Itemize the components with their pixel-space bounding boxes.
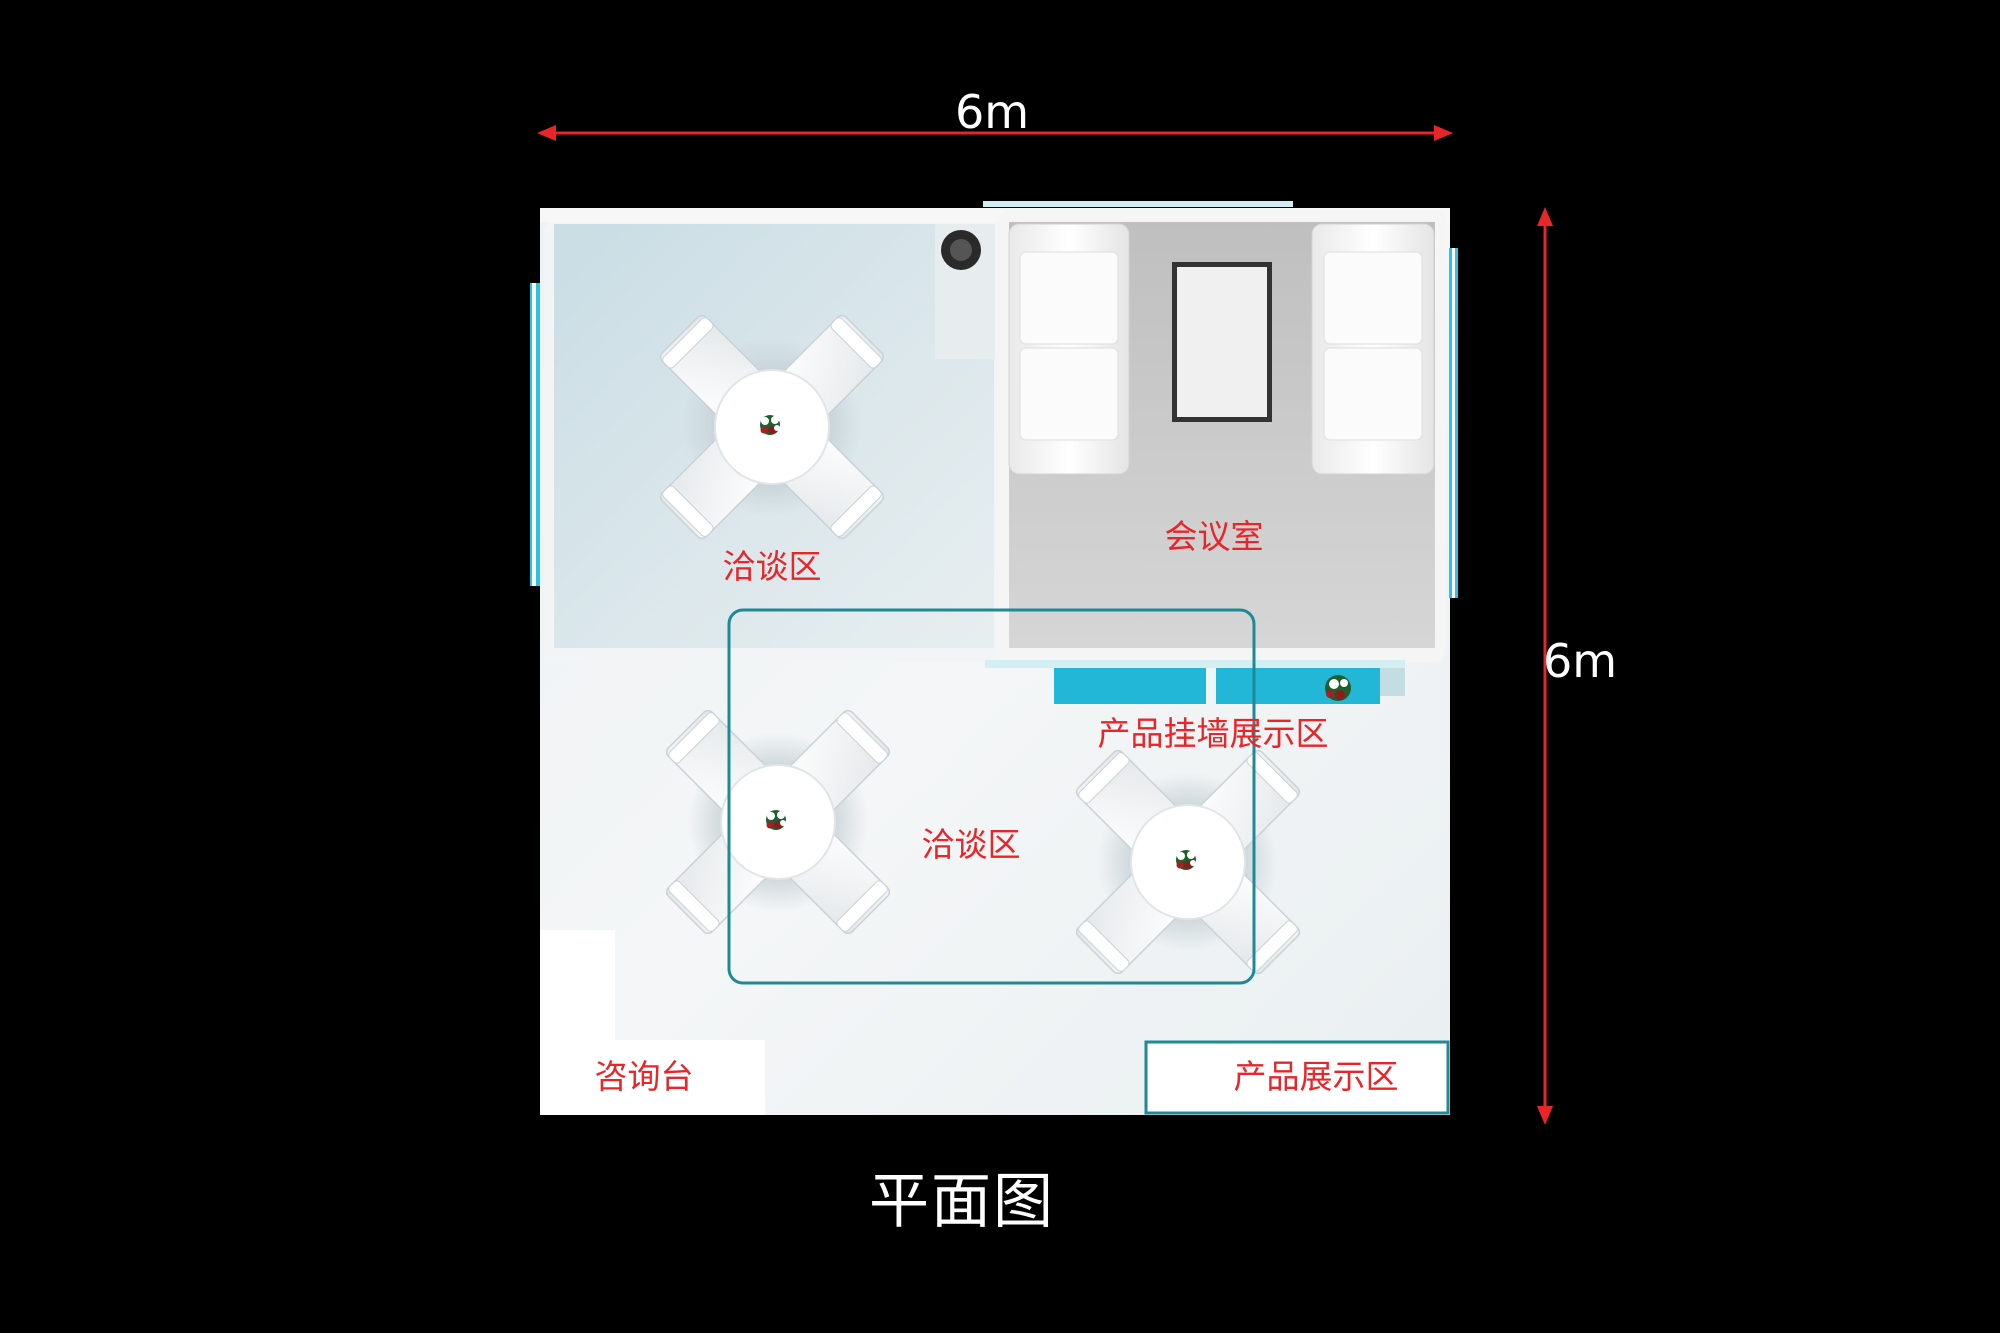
- reception-counter: [540, 1040, 765, 1115]
- wall-display-panel-right: [1216, 668, 1380, 704]
- table-set-2: [665, 709, 891, 935]
- table-set-1: [659, 314, 885, 540]
- left-glass-panel-inner: [532, 283, 536, 586]
- booth: [530, 201, 1458, 1115]
- product-display-box: [1144, 1040, 1450, 1115]
- zone-label-negotiation-top: 洽谈区: [723, 547, 822, 586]
- zone-label-wall-display: 产品挂墙展示区: [1098, 714, 1329, 753]
- wall-display-panel-edge: [1380, 668, 1405, 696]
- diagram-caption: 平面图: [869, 1167, 1055, 1237]
- width-dimension-label: 6m: [955, 85, 1029, 139]
- width-arrow-right-icon: [1434, 125, 1453, 141]
- potted-plant-inner: [950, 239, 972, 261]
- depth-arrow-top-icon: [1537, 207, 1553, 226]
- coffee-table: [1172, 262, 1272, 422]
- wall-display-panel-left: [1054, 668, 1206, 704]
- width-dimension: 6m: [537, 85, 1453, 141]
- right-glass-panel-inner: [1452, 248, 1455, 598]
- negotiation-area-outline: [727, 608, 1256, 985]
- zone-label-reception: 咨询台: [595, 1057, 694, 1096]
- flower-decoration-icon: [1325, 675, 1351, 701]
- depth-dimension: 6m: [1537, 207, 1617, 1125]
- width-arrow-left-icon: [537, 125, 556, 141]
- depth-arrow-bottom-icon: [1537, 1106, 1553, 1125]
- table-set-3: [1075, 749, 1301, 975]
- sofa-left: [1008, 223, 1130, 475]
- depth-dimension-label: 6m: [1543, 634, 1617, 688]
- flower-centerpiece-icon: [1176, 850, 1196, 870]
- zone-label-product-display: 产品展示区: [1234, 1057, 1399, 1096]
- flower-centerpiece-icon: [760, 415, 780, 435]
- flower-centerpiece-icon: [766, 810, 786, 830]
- sofa-right: [1311, 223, 1435, 475]
- zone-label-negotiation-center: 洽谈区: [922, 825, 1021, 864]
- zone-label-meeting-room: 会议室: [1165, 517, 1264, 556]
- reception-counter-side: [540, 930, 615, 1040]
- meeting-room-front-glass: [985, 660, 1405, 668]
- table-sets: [659, 314, 1301, 975]
- back-wall-glass-strip: [983, 201, 1293, 207]
